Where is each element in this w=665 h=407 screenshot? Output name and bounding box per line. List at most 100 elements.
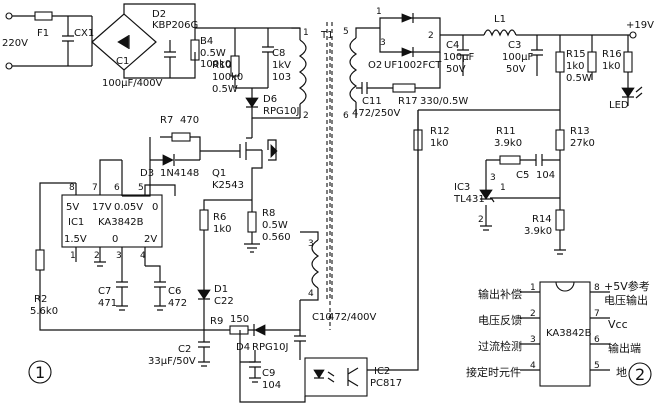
figure-markers: 1 2: [28, 360, 652, 386]
cx1-label: CX1: [74, 28, 94, 39]
r11-value: 3.9k0: [494, 138, 522, 149]
resistor-r11: [499, 155, 521, 165]
ic1-pin3: 3: [116, 251, 122, 261]
led-label: LED: [609, 100, 629, 111]
ic1-pin1: 1: [70, 251, 76, 261]
d1-value: C22: [214, 296, 234, 307]
ic1-pin3-voltage: 0: [112, 234, 118, 245]
diode-d1: [197, 289, 211, 300]
ic1-pin5: 5: [138, 183, 144, 193]
pinout-pin8-label2: 电压输出: [604, 293, 648, 307]
b4-value1: 0.5W: [200, 48, 226, 59]
r7-label: R7: [160, 115, 173, 126]
pinout-pin1-num: 1: [530, 283, 536, 293]
pinout-pin1-label: 输出补偿: [478, 287, 522, 301]
feedback-tl431: R12 1k0 R13 27k0 R11 3.9k0 C5 104 3 1 2 …: [413, 109, 595, 360]
c10-value: 472/400V: [328, 312, 377, 323]
d2-value: KBP206G: [152, 20, 198, 31]
c9-label: C9: [262, 368, 275, 379]
resistor-r7: [171, 132, 191, 142]
input-voltage-label: 220V: [2, 38, 28, 49]
r14-label: R14: [532, 214, 552, 225]
gate-drive: Q1 K2543 R7 470 D3 1N4148: [122, 115, 278, 200]
pinout-pin7-label: Vcc: [608, 318, 628, 331]
r12-label: R12: [430, 126, 450, 137]
led-icon: [621, 87, 635, 98]
r16-value: 1k0: [602, 61, 621, 72]
c1-b4: B4 0.5W 100k0 C1 100µF/400V: [102, 36, 231, 89]
d3-value: 1N4148: [160, 168, 199, 179]
resistor-r14: [555, 209, 565, 231]
ic1-pin1-voltage: 1.5V: [64, 234, 87, 245]
r6-value: 1k0: [213, 224, 232, 235]
c4-label: C4: [446, 40, 459, 51]
r8-value1: 0.5W: [262, 220, 288, 231]
c5-value: 104: [536, 170, 555, 181]
r8-label: R8: [262, 208, 275, 219]
c6-label: C6: [168, 286, 181, 297]
pinout-part: KA3842B: [546, 328, 592, 339]
t1-pin3: 3: [308, 239, 314, 249]
pinout-pin5-label: 地: [616, 366, 627, 379]
pinout-chip-body: [539, 281, 591, 387]
r10-label: R10: [212, 60, 232, 71]
resistor-r17: [392, 83, 416, 93]
o2-value: UF1002FCT: [384, 60, 442, 71]
c2-value: 33µF/50V: [148, 356, 196, 367]
r15-value2: 0.5W: [566, 73, 592, 84]
pinout-pin8-label: +5V参考: [604, 279, 650, 293]
resistor-r10: [230, 55, 240, 77]
c3-label: C3: [508, 40, 521, 51]
vcc-supply: D1 C22 R9 150 D4 RPG10J C2 33µF/50V: [148, 284, 301, 367]
pinout-pin4-num: 4: [530, 361, 536, 371]
ic1-part: KA3842B: [98, 217, 144, 228]
output-section: 1 2 3 O2 UF1002FCT C11 472/250V R17 330/…: [352, 7, 654, 119]
ic1-pin6-voltage: 0.05V: [114, 202, 143, 213]
c7-value: 471: [98, 298, 117, 309]
resistor-r13: [555, 129, 565, 151]
resistor-r2: [35, 249, 45, 271]
ic1-pin4: 4: [140, 251, 146, 261]
resistor-r9: [229, 325, 249, 335]
shunt-regulator-ic3: [479, 189, 493, 200]
o2-pin2: 2: [428, 31, 434, 41]
c1-value: 100µF/400V: [102, 78, 163, 89]
pinout-pin7-num: 7: [594, 309, 600, 319]
t1-pin5: 5: [343, 27, 349, 37]
ic1-pin2: 2: [94, 251, 100, 261]
t1-pin4: 4: [308, 289, 314, 299]
ic3-pin3: 3: [490, 173, 496, 183]
d6-value: RPG10J: [263, 106, 299, 117]
r2-value: 5.6k0: [30, 306, 58, 317]
diode-d4: [254, 324, 266, 336]
d2-label: D2: [152, 9, 166, 20]
ic1-pin7-voltage: 17V: [92, 202, 112, 213]
f1-label: F1: [37, 28, 49, 39]
ic3-value: TL431: [453, 194, 485, 205]
ic3-pin1: 1: [500, 183, 506, 193]
r9-label: R9: [210, 316, 223, 327]
d1-label: D1: [214, 284, 228, 295]
ic1-pin8-voltage: 5V: [66, 202, 79, 213]
r14-value: 3.9k0: [524, 226, 552, 237]
r15-value1: 1k0: [566, 61, 585, 72]
pinout-pin2-num: 2: [530, 309, 536, 319]
r10-value1: 100k0: [212, 72, 243, 83]
c5-label: C5: [516, 170, 529, 181]
r7-value: 470: [180, 115, 199, 126]
d3-label: D3: [140, 168, 154, 179]
d4-value: RPG10J: [252, 342, 288, 353]
diode-d3: [162, 154, 174, 166]
r15-label: R15: [566, 49, 586, 60]
t1-pin1: 1: [303, 28, 309, 38]
q1-label: Q1: [212, 168, 226, 179]
bleed-and-led: R15 1k0 0.5W R16 1k0 LED: [555, 35, 643, 120]
c11-value: 472/250V: [352, 108, 401, 119]
ic3-label: IC3: [454, 182, 470, 193]
ic1-body: [61, 194, 163, 248]
c3-value2: 50V: [506, 64, 526, 75]
figure-marker-2: 2: [635, 365, 645, 384]
resistor-r12: [413, 129, 423, 151]
b4-value2: 100k0: [200, 59, 231, 70]
output-voltage-label: +19V: [626, 20, 654, 31]
